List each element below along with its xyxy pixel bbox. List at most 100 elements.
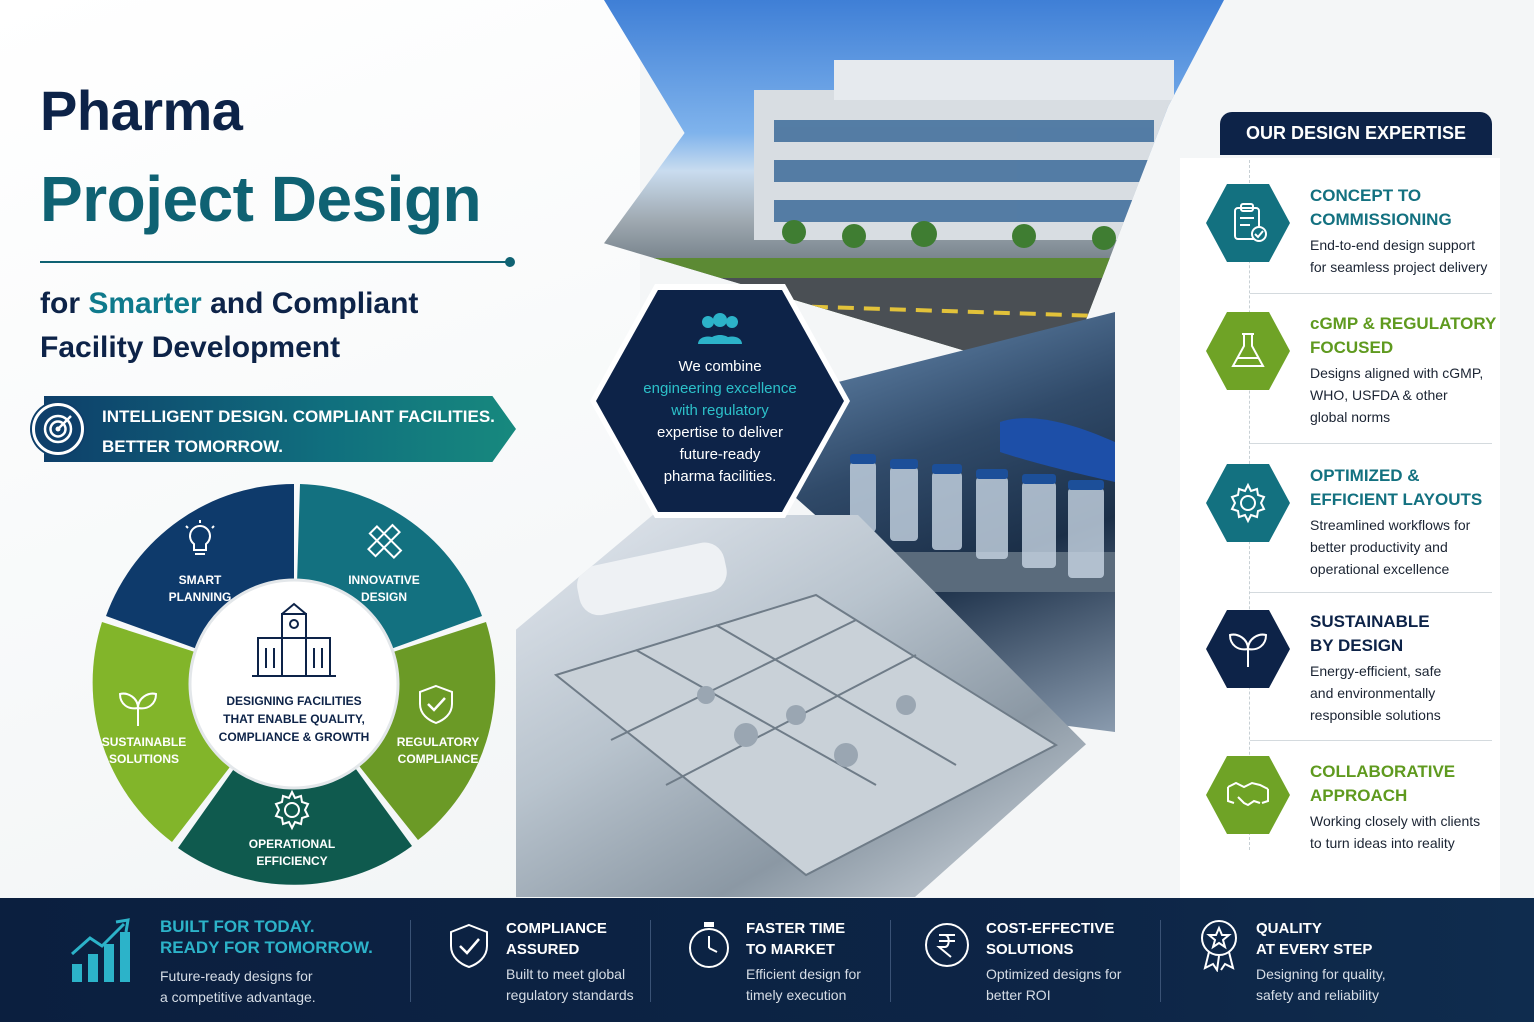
wheel-label-regulatory-compliance: REGULATORY COMPLIANCE [386, 734, 490, 768]
footer-item-title: QUALITY AT EVERY STEP [1256, 918, 1372, 960]
title-divider-dot [505, 257, 515, 267]
expertise-desc: Streamlined workflows for better product… [1310, 514, 1500, 580]
expertise-desc: Designs aligned with cGMP, WHO, USFDA & … [1310, 362, 1500, 428]
label-line2: SOLUTIONS [108, 752, 179, 766]
label-line1: INNOVATIVE [348, 573, 420, 587]
expertise-header: OUR DESIGN EXPERTISE [1220, 112, 1492, 155]
title-line1: CONCEPT TO [1310, 186, 1422, 205]
desc-line1: Energy-efficient, safe [1310, 663, 1442, 679]
desc-line1: Designing for quality, [1256, 966, 1386, 982]
title-line1: COST-EFFECTIVE [986, 920, 1115, 937]
desc-line1: Designs aligned with cGMP, [1310, 365, 1484, 381]
title-line2: SOLUTIONS [986, 941, 1074, 958]
team-icon [698, 313, 742, 344]
title-divider [40, 261, 510, 263]
footer-separator [1160, 920, 1161, 1002]
footer-item-desc: Designing for quality, safety and reliab… [1256, 964, 1386, 1006]
expertise-desc: End-to-end design support for seamless p… [1310, 234, 1500, 278]
desc-line1: End-to-end design support [1310, 237, 1475, 253]
page-subtitle: for Smarter and Compliant Facility Devel… [40, 282, 560, 370]
target-icon [32, 403, 84, 455]
footer-separator [410, 920, 411, 1002]
footer-item-desc: Future-ready designs for a competitive a… [160, 966, 316, 1008]
tagline-line1: INTELLIGENT DESIGN. COMPLIANT FACILITIES… [102, 407, 495, 426]
expertise-title: COLLABORATIVE APPROACH [1310, 760, 1500, 808]
desc-line3: global norms [1310, 409, 1391, 425]
label-line1: SMART [178, 573, 222, 587]
expertise-divider [1250, 293, 1492, 294]
desc-line2: better productivity and [1310, 539, 1448, 555]
title-line2: ASSURED [506, 941, 580, 958]
footer-item-title: COST-EFFECTIVE SOLUTIONS [986, 918, 1114, 960]
page-title-line1: Pharma [40, 79, 243, 142]
leaf-icon [118, 692, 158, 726]
expertise-desc: Working closely with clients to turn ide… [1310, 810, 1500, 854]
footer-item-desc: Optimized designs for better ROI [986, 964, 1121, 1006]
wheel-label-smart-planning: SMART PLANNING [152, 572, 248, 606]
stopwatch-icon [689, 922, 729, 968]
footer-item-desc: Built to meet global regulatory standard… [506, 964, 634, 1006]
wheel-center-text: DESIGNING FACILITIES THAT ENABLE QUALITY… [218, 694, 370, 744]
desc-line1: Streamlined workflows for [1310, 517, 1471, 533]
desc-line3: responsible solutions [1310, 707, 1441, 723]
shield-check-icon [450, 923, 488, 969]
desc-line1: Optimized designs for [986, 966, 1122, 982]
desc-line2: WHO, USFDA & other [1310, 387, 1448, 403]
subtitle-pre: for [40, 287, 89, 320]
footer-item-title: FASTER TIME TO MARKET [746, 918, 845, 960]
title-line1: QUALITY [1256, 920, 1322, 937]
rupee-icon [925, 923, 969, 967]
footer-bar [0, 898, 1534, 1022]
expertise-title: CONCEPT TO COMMISSIONING [1310, 184, 1500, 232]
expertise-divider [1250, 443, 1492, 444]
callout-line5: future-ready [679, 446, 761, 463]
desc-line2: timely execution [746, 987, 847, 1003]
desc-line2: to turn ideas into reality [1310, 835, 1455, 851]
expertise-desc: Energy-efficient, safe and environmental… [1310, 660, 1500, 726]
lightbulb-icon [185, 520, 215, 555]
title-line2: FOCUSED [1310, 338, 1394, 357]
tagline-line2: BETTER TOMORROW. [102, 437, 284, 456]
desc-line2: safety and reliability [1256, 987, 1379, 1003]
label-line2: COMPLIANCE [397, 752, 479, 766]
shield-check-icon [419, 684, 453, 725]
desc-line1: Working closely with clients [1310, 813, 1481, 829]
callout-line1: We combine [678, 358, 762, 375]
desc-line2: and environmentally [1310, 685, 1436, 701]
expertise-title: OPTIMIZED & EFFICIENT LAYOUTS [1310, 464, 1500, 512]
clipboard-check-icon [1206, 184, 1290, 262]
expertise-divider [1250, 740, 1492, 741]
footer-item-title: COMPLIANCE ASSURED [506, 918, 607, 960]
title-line2: COMMISSIONING [1310, 210, 1452, 229]
callout-line4: expertise to deliver [657, 424, 783, 441]
title-line1: cGMP & REGULATORY [1310, 314, 1497, 333]
title-line1: BUILT FOR TODAY. [160, 917, 315, 936]
desc-line2: a competitive advantage. [160, 989, 316, 1005]
footer-separator [890, 920, 891, 1002]
title-line2: EFFICIENT LAYOUTS [1310, 490, 1483, 509]
label-line2: EFFICIENCY [256, 854, 328, 868]
quality-badge-icon [1201, 920, 1237, 972]
callout-accent2: with regulatory [671, 402, 769, 419]
wheel-label-innovative-design: INNOVATIVE DESIGN [334, 572, 434, 606]
tagline-banner: INTELLIGENT DESIGN. COMPLIANT FACILITIES… [44, 396, 516, 462]
label-line1: OPERATIONAL [248, 837, 336, 851]
desc-line2: regulatory standards [506, 987, 634, 1003]
title-line1: OPTIMIZED & [1310, 466, 1420, 485]
design-wheel: DESIGNING FACILITIES THAT ENABLE QUALITY… [88, 482, 500, 886]
wheel-label-sustainable-solutions: SUSTAINABLE SOLUTIONS [92, 734, 196, 768]
subtitle-line2: Facility Development [40, 331, 341, 364]
label-line2: PLANNING [168, 590, 232, 604]
ruler-pencil-icon [367, 523, 403, 559]
title-line2: APPROACH [1310, 786, 1408, 805]
desc-line1: Built to meet global [506, 966, 626, 982]
expertise-title: SUSTAINABLE BY DESIGN [1310, 610, 1500, 658]
expertise-divider [1250, 592, 1492, 593]
title-line1: COMPLIANCE [506, 920, 607, 937]
gear-icon [1206, 464, 1290, 542]
building-icon [252, 602, 336, 677]
subtitle-accent: Smarter [88, 287, 202, 320]
callout-accent1: engineering excellence [643, 380, 797, 397]
page-title-line2: Project Design [40, 163, 482, 235]
flask-icon [1206, 312, 1290, 390]
